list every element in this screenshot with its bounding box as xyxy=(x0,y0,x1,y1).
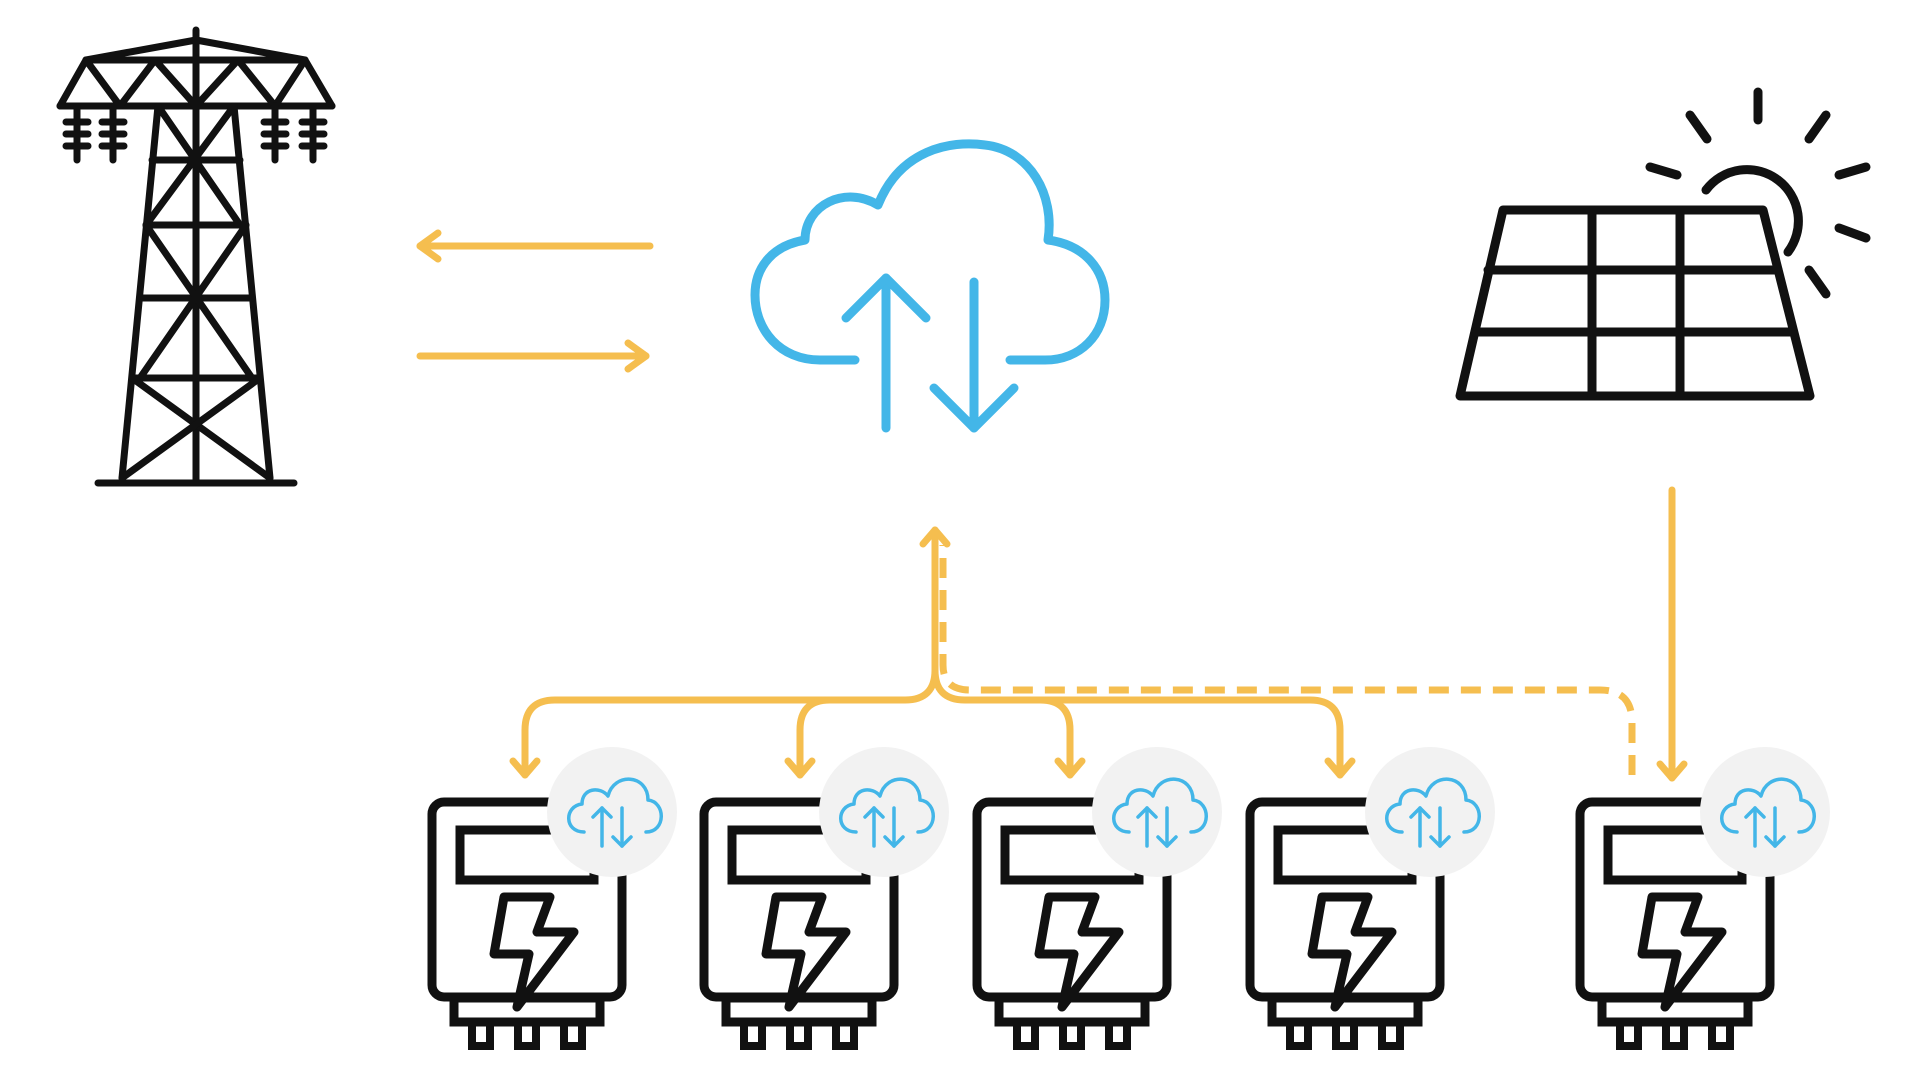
solar-panel-icon xyxy=(1455,205,1815,401)
cloud-sync-badge-icon xyxy=(1090,745,1224,879)
distribution-lines xyxy=(509,486,1688,782)
cloud-sync-icon xyxy=(750,139,1110,433)
cloud-sync-badge-icon xyxy=(545,745,679,879)
transmission-tower-icon xyxy=(56,26,336,487)
cloud-sync-badge-icon xyxy=(1363,745,1497,879)
cloud-sync-badge-icon xyxy=(1698,745,1832,879)
grid-cloud-arrows xyxy=(416,229,654,373)
cloud-sync-badge-icon xyxy=(817,745,951,879)
meter-5-return-line xyxy=(939,545,1636,775)
sun-icon xyxy=(1645,87,1871,299)
